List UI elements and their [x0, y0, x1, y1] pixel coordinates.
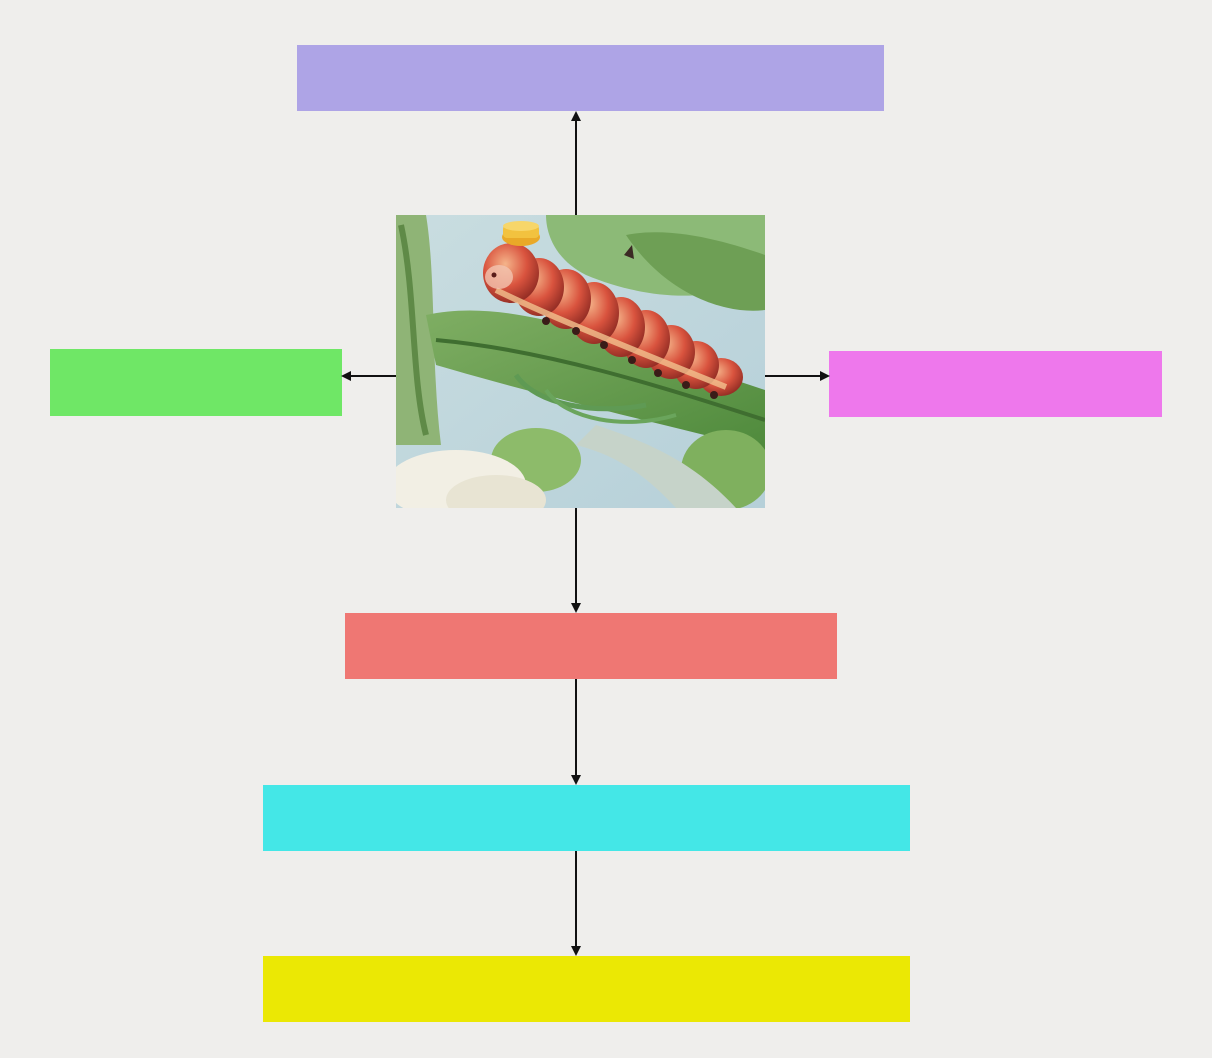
caterpillar-illustration: [396, 215, 765, 508]
cyan-box: [263, 785, 910, 851]
caterpillar-on-leaf-icon: [396, 215, 765, 508]
yellow-box: [263, 956, 910, 1022]
top-box-purple: [297, 45, 884, 111]
left-box-green: [50, 349, 342, 416]
middle-box-red: [345, 613, 837, 679]
right-box-pink: [829, 351, 1162, 417]
